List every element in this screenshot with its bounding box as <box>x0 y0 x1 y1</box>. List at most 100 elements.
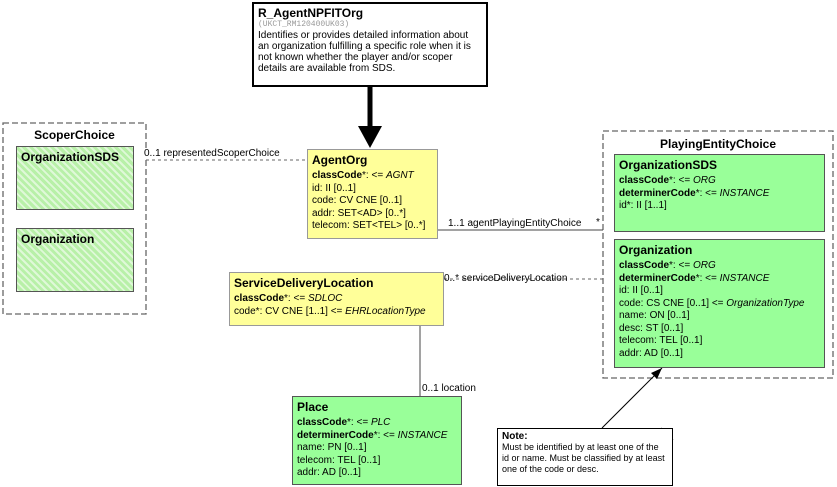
attribute-value: PLC <box>370 417 391 428</box>
scoper-assoc-label: 0..1 representedScoperChoice <box>144 148 280 159</box>
attribute-row: determinerCode*: <= INSTANCE <box>297 430 457 443</box>
attribute-row: addr: AD [0..1] <box>619 348 820 361</box>
attribute-text: *: <= <box>284 293 308 304</box>
playing-choice-border <box>602 130 834 379</box>
attribute-text: *: <= <box>695 272 720 284</box>
attribute-text: *: <= <box>362 170 386 181</box>
attribute-text: addr: SET<AD> [0..*] <box>312 207 406 219</box>
place-name: Place <box>297 400 329 414</box>
attribute-row: determinerCode*: <= INSTANCE <box>619 188 820 201</box>
attribute-value: INSTANCE <box>397 429 448 441</box>
attribute-row: name: ON [0..1] <box>619 310 820 323</box>
scoper-choice-title: ScoperChoice <box>34 128 115 142</box>
location-assoc-label: 0..1 location <box>422 383 476 394</box>
entry-point-code: (UKCT_RM120400UK03) <box>258 20 350 29</box>
note-title: Note: <box>502 431 528 442</box>
attribute-row: determinerCode*: <= INSTANCE <box>619 273 820 286</box>
entry-arrow-head <box>358 126 382 148</box>
attribute-key: classCode <box>312 170 363 181</box>
attribute-text: id: II [0..1] <box>619 285 663 296</box>
attribute-row: classCode*: <= ORG <box>619 260 820 273</box>
attribute-row: telecom: TEL [0..1] <box>297 455 457 468</box>
sdl-assoc-label: 0..* serviceDeliveryLocation <box>444 273 568 284</box>
attribute-text: name: PN [0..1] <box>297 442 367 453</box>
attribute-key: determinerCode <box>297 429 374 441</box>
attribute-text: desc: ST [0..1] <box>619 322 684 334</box>
attribute-row: telecom: SET<TEL> [0..*] <box>312 220 433 233</box>
attribute-value: OrganizationType <box>726 297 805 309</box>
scoper-organization-sds-name: OrganizationSDS <box>21 150 120 164</box>
attribute-row: classCode*: <= SDLOC <box>234 293 439 306</box>
pe-sds-name: OrganizationSDS <box>619 158 718 172</box>
attribute-value: INSTANCE <box>719 187 770 199</box>
entry-point-name: R_AgentNPFITOrg <box>258 6 364 20</box>
attribute-row: id: II [0..1] <box>619 285 820 298</box>
attribute-row: desc: ST [0..1] <box>619 323 820 336</box>
agent-org-name: AgentOrg <box>312 153 368 167</box>
attribute-value: AGNT <box>385 170 414 181</box>
playing-assoc-multiplicity: * <box>596 217 600 228</box>
sdl-name: ServiceDeliveryLocation <box>234 276 374 290</box>
attribute-text: id: II [0..1] <box>312 182 356 194</box>
attribute-text: code: CS CNE [0..1] <= <box>619 297 727 309</box>
attribute-key: determinerCode <box>619 272 696 284</box>
attribute-text: id*: II [1..1] <box>619 200 667 211</box>
pe-org-name: Organization <box>619 243 693 257</box>
playing-assoc-label: 1..1 agentPlayingEntityChoice <box>448 218 582 229</box>
attribute-text: telecom: TEL [0..1] <box>297 454 381 466</box>
entry-point-box: R_AgentNPFITOrg (UKCT_RM120400UK03) Iden… <box>252 2 488 87</box>
attribute-key: classCode <box>234 293 285 304</box>
attribute-value: SDLOC <box>307 293 343 304</box>
attribute-row: classCode*: <= PLC <box>297 417 457 430</box>
attribute-text: *: <= <box>669 175 693 186</box>
scoper-organization[interactable]: Organization <box>16 228 134 292</box>
service-delivery-location-class[interactable]: ServiceDeliveryLocation classCode*: <= S… <box>229 272 444 326</box>
attribute-key: classCode <box>297 417 348 428</box>
note-body: Must be identified by at least one of th… <box>502 442 665 474</box>
scoper-organization-sds[interactable]: OrganizationSDS <box>16 146 134 210</box>
attribute-row: id*: II [1..1] <box>619 200 820 213</box>
attribute-text: telecom: SET<TEL> [0..*] <box>312 220 426 231</box>
attribute-row: addr: AD [0..1] <box>297 467 457 480</box>
scoper-organization-name: Organization <box>21 232 95 246</box>
note-box: Note: Must be identified by at least one… <box>497 428 673 486</box>
attribute-row: classCode*: <= AGNT <box>312 170 433 183</box>
attribute-text: *: <= <box>373 429 398 441</box>
attribute-row: addr: SET<AD> [0..*] <box>312 208 433 221</box>
attribute-text: code: CV CNE [0..1] <box>312 195 403 206</box>
playing-choice-title: PlayingEntityChoice <box>659 137 777 151</box>
attribute-text: name: ON [0..1] <box>619 310 690 321</box>
attribute-value: ORG <box>692 175 716 186</box>
attribute-key: classCode <box>619 260 670 271</box>
attribute-key: determinerCode <box>619 187 696 199</box>
attribute-row: telecom: TEL [0..1] <box>619 335 820 348</box>
attribute-text: *: <= <box>695 187 720 199</box>
attribute-value: ORG <box>692 260 716 271</box>
attribute-row: classCode*: <= ORG <box>619 175 820 188</box>
attribute-value: INSTANCE <box>719 272 770 284</box>
attribute-text: *: <= <box>347 417 371 428</box>
entry-point-description: Identifies or provides detailed informat… <box>258 30 471 74</box>
attribute-text: code*: CV CNE [1..1] <= <box>234 305 346 317</box>
attribute-text: addr: AD [0..1] <box>619 347 683 359</box>
note-pointer-line <box>601 367 663 429</box>
attribute-row: code: CV CNE [0..1] <box>312 195 433 208</box>
attribute-row: code*: CV CNE [1..1] <= EHRLocationType <box>234 306 439 319</box>
attribute-text: *: <= <box>669 260 693 271</box>
attribute-key: classCode <box>619 175 670 186</box>
attribute-text: telecom: TEL [0..1] <box>619 335 703 346</box>
scoper-choice-border <box>2 122 147 315</box>
attribute-row: name: PN [0..1] <box>297 442 457 455</box>
attribute-row: id: II [0..1] <box>312 183 433 196</box>
attribute-value: EHRLocationType <box>345 305 426 317</box>
